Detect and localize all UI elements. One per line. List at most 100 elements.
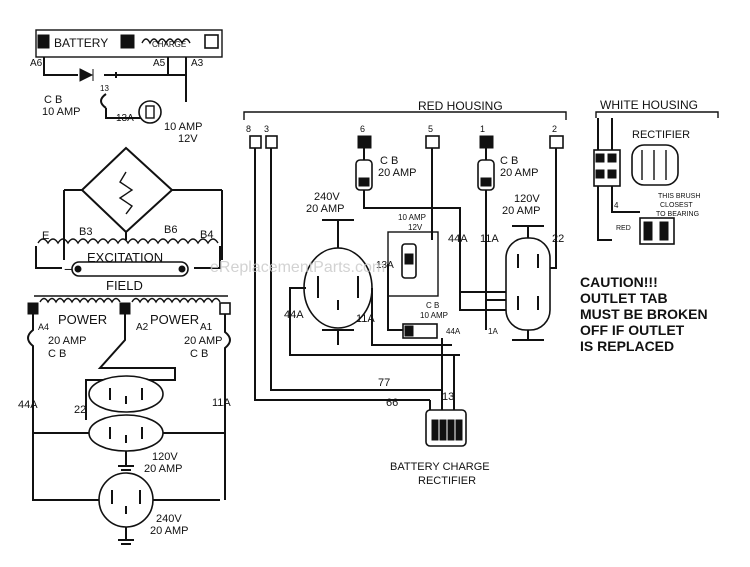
caution-line-1: CAUTION!!!	[580, 274, 658, 290]
cb2-amp-label: 20 AMP	[500, 167, 539, 179]
wire-13-label: 13	[442, 391, 454, 403]
caution-note: CAUTION!!! OUTLET TAB MUST BE BROKEN OFF…	[580, 274, 708, 354]
terminal-block	[357, 135, 372, 149]
brush-icon	[643, 221, 669, 241]
r120-a-label: 20 AMP	[502, 205, 541, 217]
wire-22	[85, 314, 176, 390]
terminal-a2-label: A2	[136, 322, 149, 333]
terminal-a3-label: A3	[191, 58, 204, 69]
outlet-120v-label: 120V	[152, 451, 178, 463]
caution-line-2: OUTLET TAB	[580, 290, 668, 306]
terminal-block	[120, 34, 135, 49]
terminal-block	[249, 135, 262, 149]
cb-left-amp-label: 20 AMP	[48, 335, 87, 347]
excitation-bridge: E B3 B6 B4 EXCITATION − + FIELD	[35, 146, 223, 293]
cb-right-label: C B	[190, 348, 208, 360]
rectifier-pins	[431, 419, 463, 441]
cb-right-amp-label: 20 AMP	[184, 335, 223, 347]
breaker-leads	[100, 75, 187, 119]
cb1-leads	[363, 148, 520, 293]
red-housing: RED HOUSING 8 3 6 5 1 2 C B 20 AMP C B 2…	[243, 99, 567, 487]
terminal-a6-label: A6	[30, 58, 43, 69]
red-housing-bracket	[243, 111, 567, 120]
red-housing-label: RED HOUSING	[418, 99, 503, 113]
bridge-leads	[63, 189, 223, 260]
wire-22-top-label: 22	[552, 233, 564, 245]
fuse-holder-icon	[138, 100, 162, 124]
terminal-a4-label: A4	[38, 322, 49, 332]
terminal-b4-label: B4	[200, 229, 213, 241]
r120-leads	[459, 260, 557, 311]
terminal-5-label: 5	[428, 124, 433, 134]
terminal-a1-label: A1	[200, 322, 213, 333]
wire-13a-label: 13A	[116, 113, 134, 124]
terminal-block	[204, 34, 219, 49]
wire-1a-label: 1A	[488, 327, 498, 336]
power-coil-1	[39, 297, 121, 304]
r120-slots	[517, 254, 539, 310]
brush-icon	[74, 265, 82, 273]
terminal-e1-label: E	[42, 230, 49, 242]
wire-13a-right	[387, 264, 403, 331]
battery-label: BATTERY	[54, 36, 108, 50]
cb3-amp-label: 10 AMP	[398, 213, 426, 222]
terminal-block	[549, 135, 564, 149]
winding-box	[35, 29, 223, 58]
field-rotor	[71, 261, 189, 277]
cb-amp-label: 10 AMP	[42, 106, 81, 118]
r120-mount	[512, 225, 544, 341]
watermark-text: eReplacementParts.com	[210, 259, 385, 276]
cb4-amp-label: 10 AMP	[420, 311, 448, 320]
field-leads	[35, 246, 221, 269]
receptacles: 120V 20 AMP 240V 20 AMP	[33, 375, 225, 545]
terminal-8-label: 8	[246, 124, 251, 134]
brush-icon	[178, 265, 186, 273]
breaker-mark	[480, 177, 492, 187]
receptacle-leads	[33, 390, 225, 471]
terminal-block	[425, 135, 440, 149]
cb2-label: C B	[500, 155, 518, 167]
receptacle-240v	[98, 472, 154, 528]
wire-22-label: 22	[74, 404, 86, 416]
wire-44a-label: 44A	[18, 399, 38, 411]
rectifier-label: RECTIFIER	[632, 129, 690, 141]
outlet-240v-amp-label: 20 AMP	[150, 525, 189, 537]
terminal-block	[27, 302, 39, 315]
caution-line-3: MUST BE BROKEN	[580, 306, 708, 322]
brush-note-3: TO BEARING	[656, 211, 699, 218]
diode-symbol	[79, 68, 94, 82]
r240-slots	[317, 276, 359, 310]
bcr-label-1: BATTERY CHARGE	[390, 461, 490, 473]
charge-label: CHARGE	[152, 40, 186, 49]
breaker-mark	[358, 177, 370, 187]
power-1-label: POWER	[58, 312, 107, 327]
receptacle-240v-slots	[111, 490, 141, 545]
receptacle-slots	[109, 388, 143, 404]
r240-11a-label: 11A	[356, 313, 375, 325]
battery-breaker: 13 C B 10 AMP 13A 10 AMP 12V	[42, 75, 203, 145]
breaker-mark	[404, 325, 414, 337]
bcr-label-2: RECTIFIER	[418, 475, 476, 487]
left-schematic: BATTERY CHARGE A6 A5 A3 13 C B 10 AMP 13…	[18, 29, 231, 545]
terminal-6-label: 6	[360, 124, 365, 134]
wire-44a-top-label: 44A	[448, 233, 468, 245]
r240-v-label: 240V	[314, 191, 340, 203]
terminal-block	[219, 302, 231, 315]
wire-44a-small-label: 44A	[446, 327, 461, 336]
fuse-element	[404, 253, 414, 265]
cb-label: C B	[44, 94, 62, 106]
cb4-label: C B	[426, 301, 439, 310]
cb1-amp-label: 20 AMP	[378, 167, 417, 179]
wire-11a-top-label: 11A	[480, 233, 499, 245]
wire-red-label: RED	[616, 225, 631, 232]
brush-note-2: CLOSEST	[660, 202, 693, 209]
wire-44a	[27, 314, 220, 501]
r240-mount	[322, 219, 354, 345]
r120-v-label: 120V	[514, 193, 540, 205]
terminal-b6-label: B6	[164, 224, 177, 236]
minus-sign: −	[64, 261, 72, 277]
wire-13a-right-label: 13A	[376, 260, 394, 271]
white-housing-label: WHITE HOUSING	[600, 98, 698, 112]
terminal-block	[119, 302, 131, 315]
